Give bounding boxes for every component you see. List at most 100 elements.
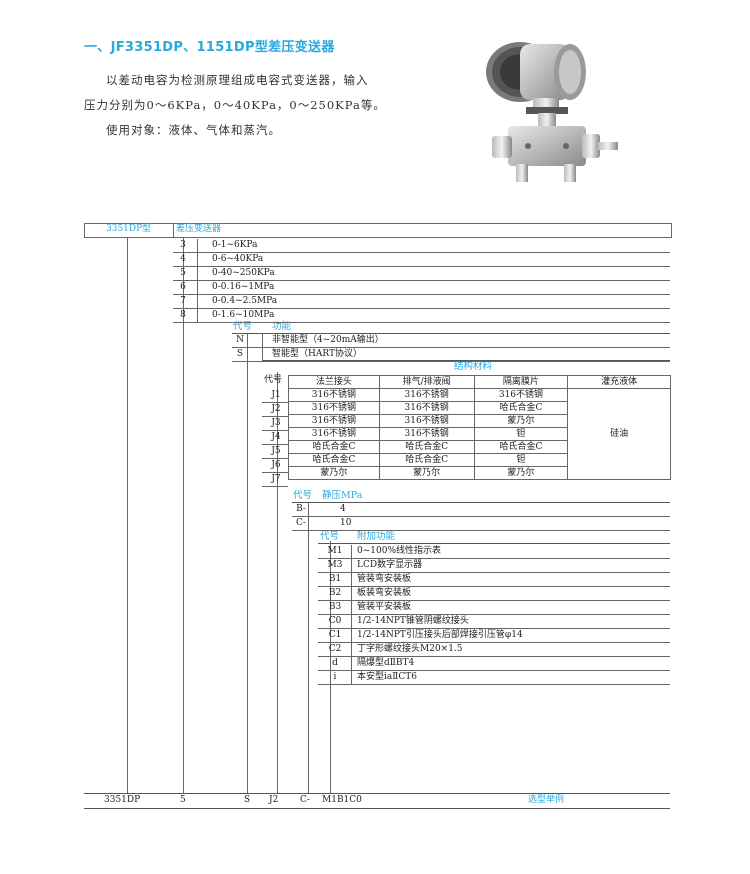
option-row (318, 573, 670, 587)
description-line-2: 压力分别为0～6KPa，0～40KPa，0～250KPa等。 (84, 98, 386, 112)
option-row (318, 643, 670, 657)
material-cell-valve: 316不锈钢 (378, 427, 475, 441)
option-code: B2 (328, 588, 342, 598)
option-code: C0 (328, 616, 342, 626)
material-column-header: 灌充液体 (567, 375, 671, 389)
rule (232, 333, 670, 334)
material-cell-diaphragm: 钽 (473, 453, 569, 467)
option-value: 管装平安装板 (357, 602, 412, 612)
pressure-name-header: 静压MPa (322, 490, 363, 501)
material-fill-liquid: 硅油 (567, 388, 671, 480)
material-cell-flange: 哈氏合金C (288, 440, 380, 454)
options-name-header: 附加功能 (357, 531, 396, 542)
example-pressure: C- (300, 795, 310, 805)
material-code-row (262, 431, 288, 445)
range-value: 0-1~6KPa (212, 240, 258, 250)
material-code-row (262, 473, 288, 487)
pressure-code: B- (296, 504, 306, 514)
option-row (318, 671, 670, 685)
option-value: 板装弯安装板 (357, 588, 412, 598)
material-column-header: 隔离膜片 (473, 375, 569, 389)
range-code: 3 (180, 240, 186, 250)
material-cell-valve: 316不锈钢 (378, 414, 475, 428)
selector-line-function (247, 333, 248, 793)
range-value: 0-6~40KPa (212, 254, 264, 264)
material-code: J3 (271, 418, 281, 428)
option-value: 隔爆型dⅡBT4 (357, 658, 415, 668)
option-row (318, 601, 670, 615)
model-header-row (84, 223, 672, 238)
option-code: d (332, 658, 338, 668)
range-value: 0-40~250KPa (212, 268, 275, 278)
example-function: S (244, 795, 251, 805)
description-line-1: 以差动电容为检测原理组成电容式变送器，输入 (106, 73, 369, 87)
option-value: 丁字形螺纹接头M20×1.5 (357, 644, 463, 654)
option-code: C1 (328, 630, 342, 640)
material-code-row (262, 389, 288, 403)
function-row (232, 348, 670, 362)
rule (262, 360, 670, 361)
material-cell-flange: 哈氏合金C (288, 453, 380, 467)
section-title: 一、JF3351DP、1151DP型差压变送器 (84, 40, 335, 55)
material-cell-flange: 蒙乃尔 (288, 466, 380, 480)
material-code-row (262, 459, 288, 473)
range-row (173, 253, 670, 267)
model-name: 差压变送器 (176, 224, 222, 234)
example-material: J2 (269, 795, 279, 805)
material-cell-flange: 316不锈钢 (288, 401, 380, 415)
material-column-header: 法兰接头 (288, 375, 380, 389)
range-row (173, 295, 670, 309)
function-value: 智能型（HART协议） (272, 349, 362, 359)
option-value: 管装弯安装板 (357, 574, 412, 584)
selector-line-options (330, 541, 331, 793)
function-value: 非智能型（4~20mA输出） (272, 335, 384, 345)
range-row (173, 309, 670, 323)
function-name-header: 功能 (272, 321, 292, 332)
range-value: 0-1.6~10MPa (212, 310, 275, 320)
pressure-code-header: 代号 (293, 490, 313, 501)
option-code: i (333, 672, 337, 682)
selector-line-range (183, 237, 184, 793)
option-value: 0~100%线性指示表 (357, 546, 441, 556)
range-code: 7 (180, 296, 186, 306)
material-cell-diaphragm: 蒙乃尔 (473, 414, 569, 428)
example-label: 选型举例 (528, 795, 565, 805)
option-value: 1/2-14NPT锥管阴螺纹接头 (357, 616, 469, 626)
selector-line-pressure (308, 503, 309, 793)
option-value: LCD数字显示器 (357, 560, 423, 570)
selector-line-material (277, 372, 278, 793)
material-header-row: 法兰接头排气/排液阀隔离膜片灌充液体 (288, 375, 671, 389)
material-code-header: 代号 (264, 375, 283, 385)
material-cell-diaphragm: 316不锈钢 (473, 388, 569, 402)
rule (318, 543, 670, 544)
pressure-row (292, 503, 670, 517)
example-range: 5 (180, 795, 186, 805)
option-code: B1 (328, 574, 342, 584)
description-line-3: 使用对象：液体、气体和蒸汽。 (106, 123, 281, 137)
material-code: J4 (271, 432, 281, 442)
rule (292, 502, 670, 503)
material-cell-valve: 316不锈钢 (378, 401, 475, 415)
example-options: M1B1C0 (322, 795, 362, 805)
material-code-row (262, 417, 288, 431)
material-cell-diaphragm: 钽 (473, 427, 569, 441)
option-row (318, 615, 670, 629)
range-row (173, 267, 670, 281)
divider (262, 334, 263, 362)
option-value: 1/2-14NPT引压接头后部焊接引压管φ14 (357, 630, 523, 640)
example-model: 3351DP (104, 795, 141, 805)
material-code-row (262, 403, 288, 417)
material-cell-valve: 哈氏合金C (378, 453, 475, 467)
option-code: M1 (327, 546, 343, 556)
function-code: N (236, 335, 244, 345)
option-row (318, 545, 670, 559)
pressure-code: C- (296, 518, 306, 528)
option-code: M3 (327, 560, 343, 570)
range-row (173, 239, 670, 253)
material-cell-flange: 316不锈钢 (288, 427, 380, 441)
option-row (318, 629, 670, 643)
option-row (318, 587, 670, 601)
range-code: 5 (180, 268, 186, 278)
